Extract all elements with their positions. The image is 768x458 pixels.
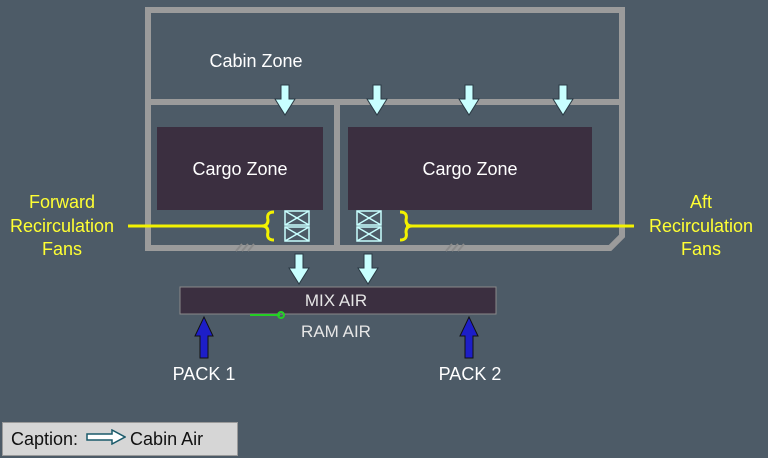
forward-fan-bracket [261,210,275,242]
forward-fans-label-line2: Recirculation [10,216,114,236]
fuselage-outline [145,7,625,251]
cabin-air-arrow [274,84,296,116]
cargo-zone-forward [157,127,323,210]
pack-2-label: PACK 2 [439,364,502,384]
aft-fans-label-line3: Fans [681,239,721,259]
pack-1-label: PACK 1 [173,364,236,384]
forward-fan-upper-icon [284,210,310,226]
forward-fan-lower-icon [284,226,310,242]
aft-fans-label-line2: Recirculation [649,216,753,236]
aft-fan-upper-icon [356,210,382,226]
cabin-zone-label: Cabin Zone [209,51,302,71]
cargo-zone-forward-label: Cargo Zone [192,159,287,179]
ram-air-label: RAM AIR [301,322,371,341]
cabin-air-legend-arrow-icon [86,428,127,450]
mix-air-manifold [179,286,497,315]
caption-legend-text: Cabin Air [130,428,204,449]
cabin-air-arrow [366,84,388,116]
floor-hatch-marks [235,243,465,252]
forward-fans-label-line1: Forward [29,192,95,212]
cabin-air-arrow [552,84,574,116]
caption-label: Caption: [11,428,79,449]
ram-air-valve-icon [277,311,285,319]
mix-air-supply-arrow [357,253,379,285]
aft-fan-bracket [399,210,413,242]
mix-air-label: MIX AIR [305,291,367,310]
caption-legend: Caption: Cabin Air [2,422,238,456]
cabin-air-arrow [458,84,480,116]
pack-1-arrow [194,315,214,359]
forward-fans-label-line3: Fans [42,239,82,259]
aft-fans-label-line1: Aft [690,192,712,212]
cargo-zone-aft-label: Cargo Zone [422,159,517,179]
cargo-zone-aft [348,127,592,210]
pack-2-arrow [459,315,479,359]
aft-fan-lower-icon [356,226,382,242]
mix-air-supply-arrow [288,253,310,285]
